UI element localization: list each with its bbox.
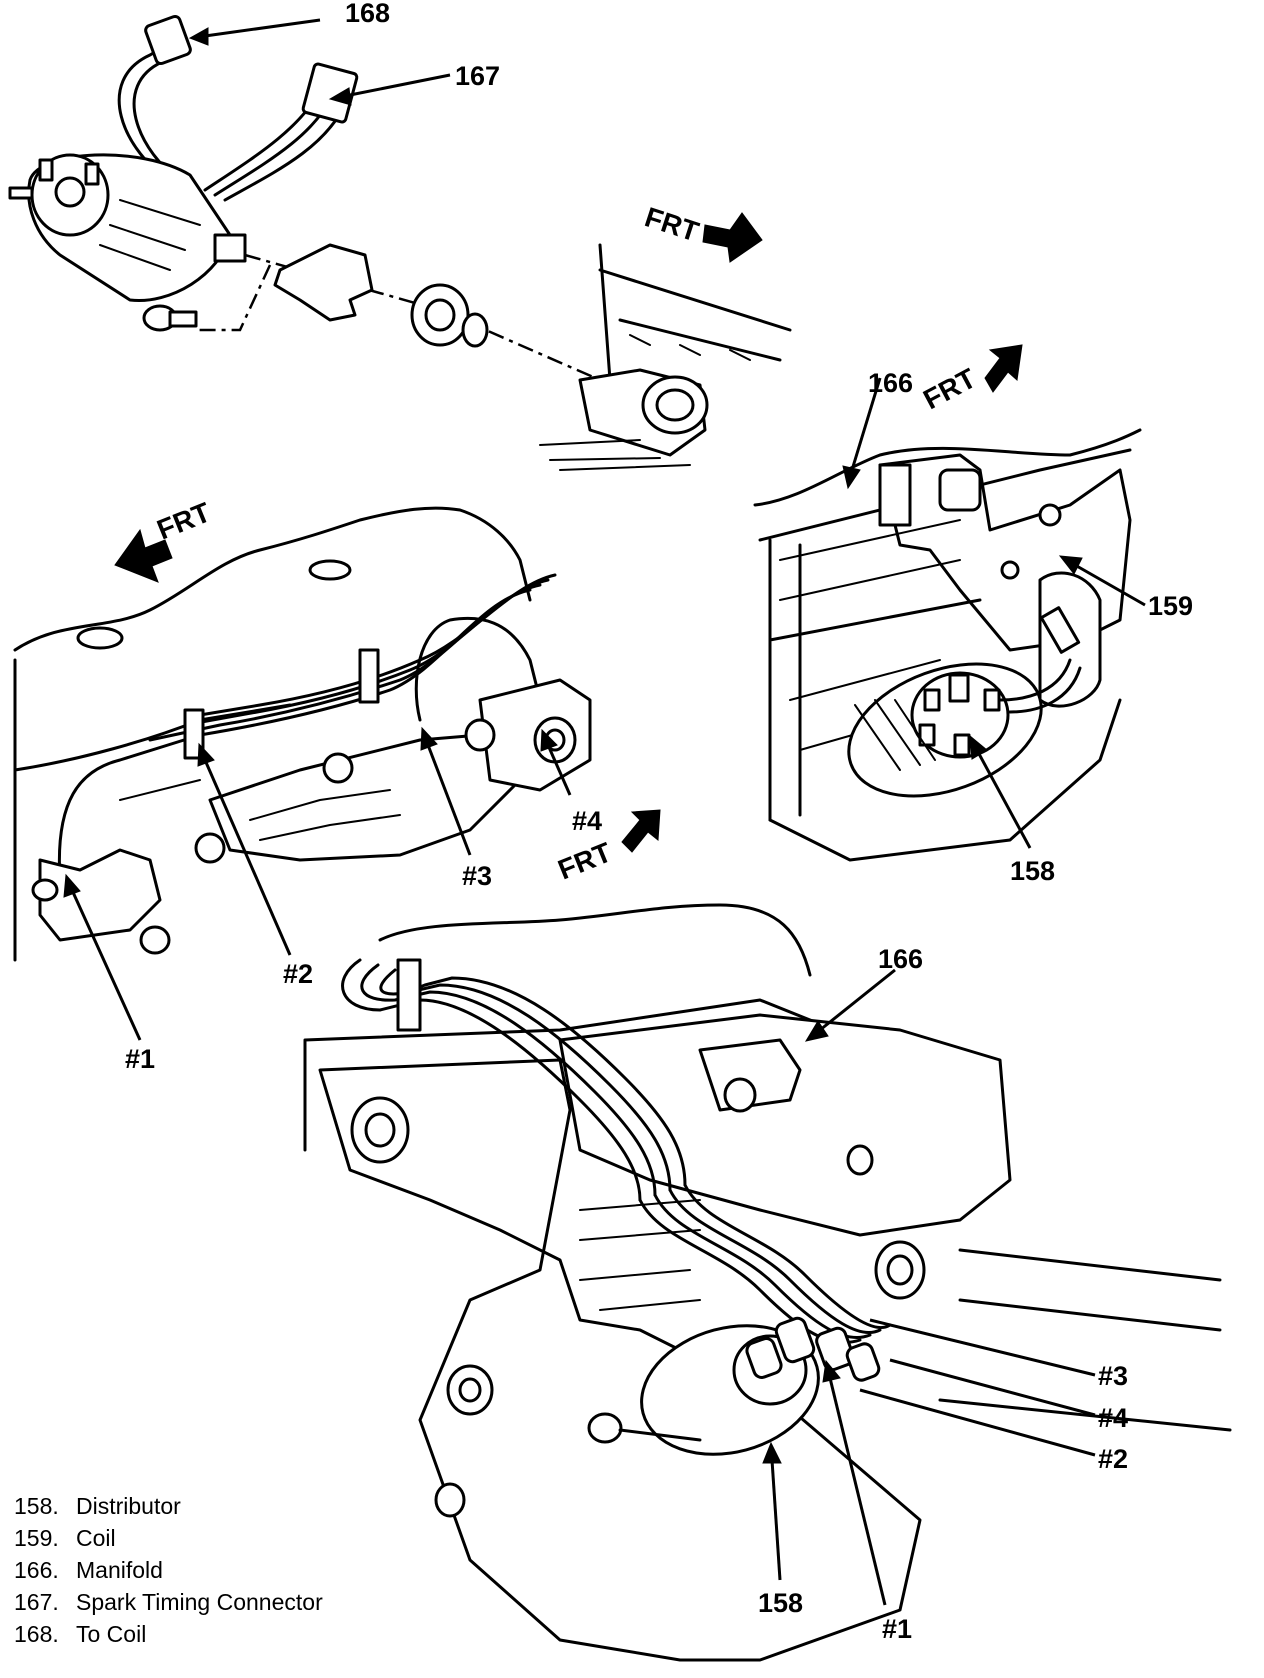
frt-label-right: FRT: [918, 362, 981, 415]
legend-item: 166. Manifold: [14, 1554, 434, 1586]
label-cylinder-3-left: #3: [462, 861, 492, 891]
callout-159-coil: 159: [1148, 591, 1193, 621]
to-coil-connector: [144, 14, 192, 66]
legend-number: 168.: [14, 1621, 59, 1647]
legend-name: Spark Timing Connector: [76, 1589, 323, 1615]
hold-down-bolt: [142, 304, 198, 332]
distributor-right: [847, 662, 1043, 798]
wire-separator: [396, 958, 422, 1032]
callout-168-to-coil: 168: [345, 0, 390, 28]
distributor-mount: [539, 243, 792, 471]
callout-158-distributor-bottom: 158: [758, 1588, 803, 1618]
legend-number: 158.: [14, 1493, 59, 1519]
callout-158-distributor-right: 158: [1010, 856, 1055, 886]
callout-167-spark-timing-connector: 167: [455, 61, 500, 91]
frt-arrow-right: FRT: [918, 344, 1023, 415]
label-cylinder-4-bottom: #4: [1098, 1403, 1128, 1433]
frt-label-middle: FRT: [554, 836, 616, 885]
distributor-bottom: [587, 1316, 881, 1456]
label-cylinder-2-left: #2: [283, 959, 313, 989]
label-cylinder-3-bottom: #3: [1098, 1361, 1128, 1391]
legend-name: Coil: [76, 1525, 116, 1551]
distributor-exploded-view: [8, 14, 792, 471]
legend-number: 166.: [14, 1557, 59, 1583]
legend-item: 159. Coil: [14, 1522, 434, 1554]
spark-timing-connector: [301, 62, 359, 124]
label-cylinder-4-left: #4: [572, 806, 602, 836]
frt-arrow-top: FRT: [641, 201, 763, 263]
parts-legend: 158. Distributor 159. Coil 166. Manifold…: [14, 1490, 434, 1650]
frt-label-top: FRT: [641, 201, 702, 247]
legend-number: 159.: [14, 1525, 59, 1551]
legend-name: To Coil: [76, 1621, 147, 1647]
legend-name: Manifold: [76, 1557, 163, 1583]
frt-label-left: FRT: [153, 496, 215, 545]
legend-item: 168. To Coil: [14, 1618, 434, 1650]
bottom-engine-view: [303, 903, 1232, 1662]
label-cylinder-1-left: #1: [125, 1044, 155, 1074]
left-engine-view: [13, 506, 592, 1041]
coil-distributor-view: [753, 377, 1146, 862]
label-cylinder-2-bottom: #2: [1098, 1444, 1128, 1474]
callout-166-manifold-bottom: 166: [878, 944, 923, 974]
frt-arrow-middle: FRT: [554, 809, 661, 886]
label-cylinder-1-bottom: #1: [882, 1614, 912, 1644]
intake-manifold: [558, 1013, 1012, 1237]
frt-arrow-left: FRT: [114, 496, 215, 583]
hold-down-clamp: [273, 243, 374, 322]
legend-item: 167. Spark Timing Connector: [14, 1586, 434, 1618]
callout-166-manifold-right: 166: [868, 368, 913, 398]
legend-item: 158. Distributor: [14, 1490, 434, 1522]
legend-name: Distributor: [76, 1493, 181, 1519]
legend-number: 167.: [14, 1589, 59, 1615]
distributor-seal: [410, 283, 489, 348]
